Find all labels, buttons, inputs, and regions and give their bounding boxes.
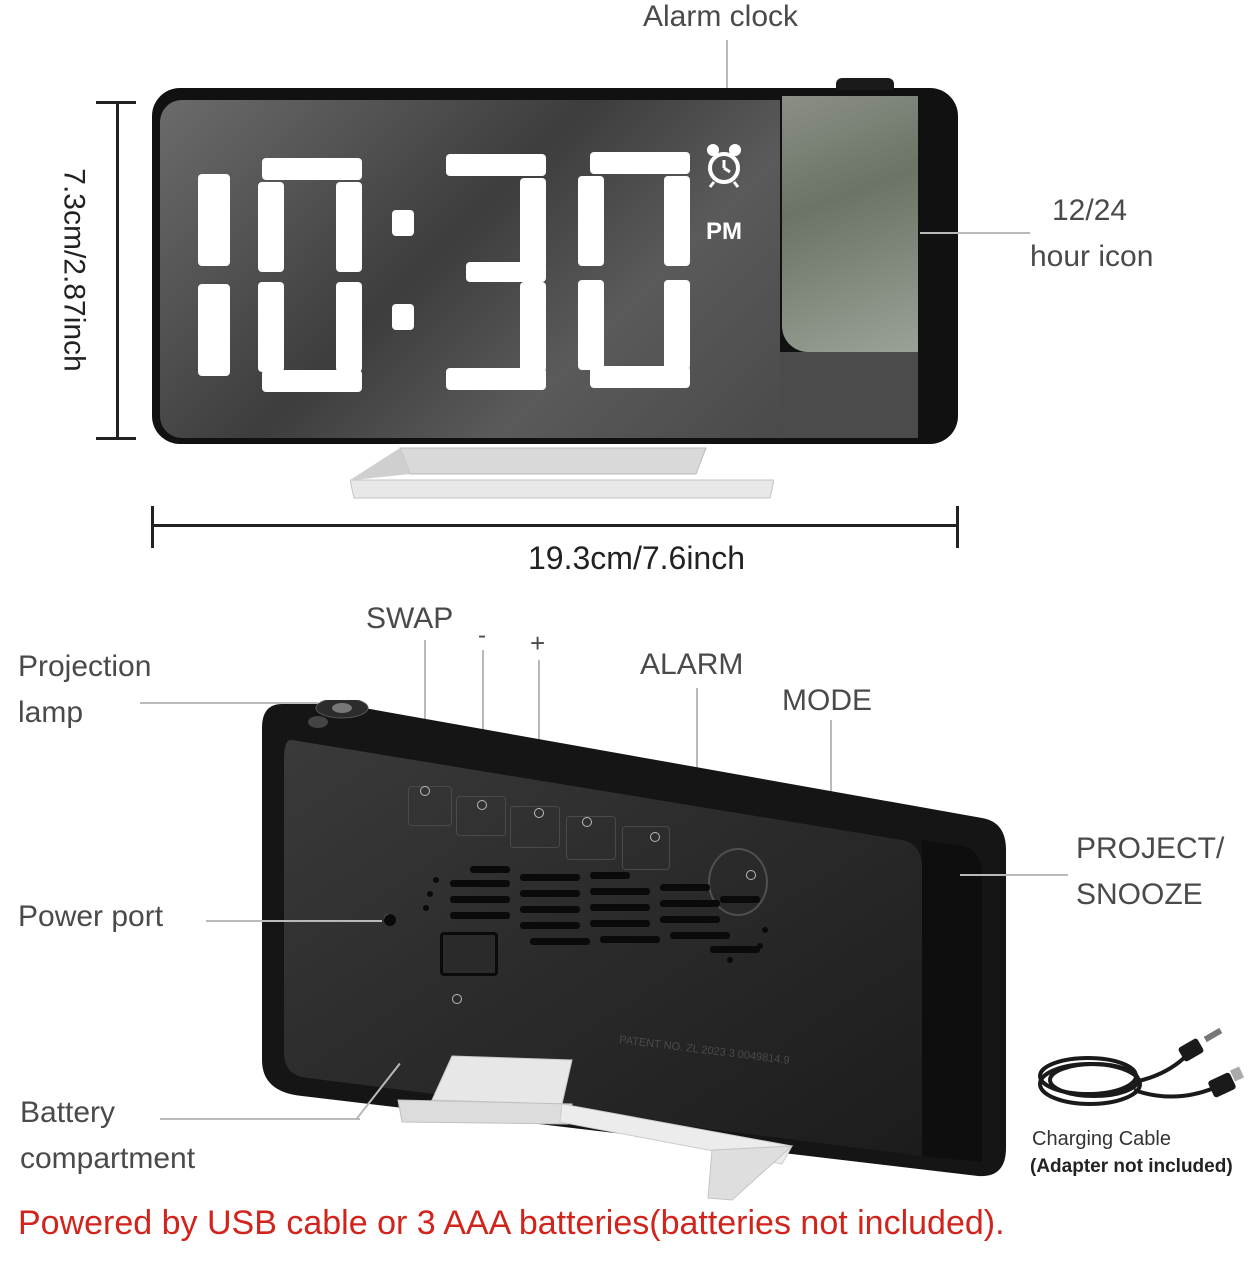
swap-label: SWAP: [366, 602, 454, 635]
pm-indicator: PM: [706, 218, 742, 245]
battery-label-1: Battery: [20, 1096, 116, 1129]
alarm-dot: [582, 817, 592, 827]
hour-icon-label-2: hour icon: [1030, 240, 1154, 273]
power-port[interactable]: [384, 914, 396, 926]
charging-cable-label: Charging Cable: [1032, 1128, 1171, 1150]
battery-label-2: compartment: [20, 1142, 196, 1175]
alarm-clock-leader: [726, 40, 728, 90]
project-snooze-label-1: PROJECT/: [1076, 832, 1225, 865]
plus-label: +: [530, 628, 546, 658]
top-button[interactable]: [836, 78, 894, 90]
project-snooze-leader: [960, 874, 1068, 876]
power-footer-note: Powered by USB cable or 3 AAA batteries(…: [18, 1204, 1005, 1242]
projection-lamp-label-2: lamp: [18, 696, 84, 729]
height-dimension-line: [116, 102, 119, 438]
projection-window: [782, 96, 918, 352]
height-dimension-cap-top: [96, 101, 136, 104]
alarm-bell-icon: [707, 144, 741, 188]
colon-top: [392, 210, 414, 236]
projection-lamp-label-1: Projection: [18, 650, 152, 683]
colon-bottom: [392, 304, 414, 330]
width-label: 19.3cm/7.6inch: [528, 540, 746, 576]
height-label: 7.3cm/2.87inch: [57, 168, 91, 372]
usb-cable-icon: [1038, 1027, 1244, 1106]
height-dimension-cap-bottom: [96, 437, 136, 440]
adapter-note: (Adapter not included): [1030, 1156, 1233, 1177]
power-port-leader: [206, 920, 382, 922]
hour-icon-label-1: 12/24: [1052, 194, 1128, 227]
swap-button[interactable]: [408, 786, 452, 826]
width-dimension-cap-right: [956, 506, 959, 548]
mode-label: MODE: [782, 684, 872, 717]
swap-dot: [420, 786, 430, 796]
alarm-clock-label: Alarm clock: [643, 0, 799, 33]
minus-label: -: [478, 622, 486, 649]
mode-button[interactable]: [622, 826, 670, 870]
plus-leader: [538, 660, 540, 812]
plus-dot: [534, 808, 544, 818]
alarm-leader: [696, 688, 698, 820]
minus-button[interactable]: [456, 796, 506, 836]
battery-leader: [160, 1118, 360, 1120]
project-snooze-label-2: SNOOZE: [1076, 878, 1203, 911]
alarm-label: ALARM: [640, 648, 744, 681]
projection-lamp-leader: [140, 702, 318, 704]
mode-leader: [830, 720, 832, 830]
battery-compartment-latch[interactable]: [440, 932, 498, 976]
battery-dot: [452, 994, 462, 1004]
back-stand: [397, 1055, 794, 1201]
width-dimension-line: [152, 524, 958, 527]
front-stand: [350, 447, 774, 499]
width-dimension-cap-left: [151, 506, 154, 548]
speaker-grille: [423, 866, 768, 963]
minus-leader: [482, 650, 484, 804]
power-port-label: Power port: [18, 900, 164, 933]
minus-dot: [477, 800, 487, 810]
side-reflection: [780, 352, 918, 438]
hour-icon-leader: [920, 232, 1030, 234]
plus-button[interactable]: [510, 806, 560, 848]
project-snooze-button[interactable]: [708, 848, 768, 916]
alarm-button[interactable]: [566, 816, 616, 860]
mode-dot: [650, 832, 660, 842]
project-dot: [746, 870, 756, 880]
swap-leader: [424, 640, 426, 790]
